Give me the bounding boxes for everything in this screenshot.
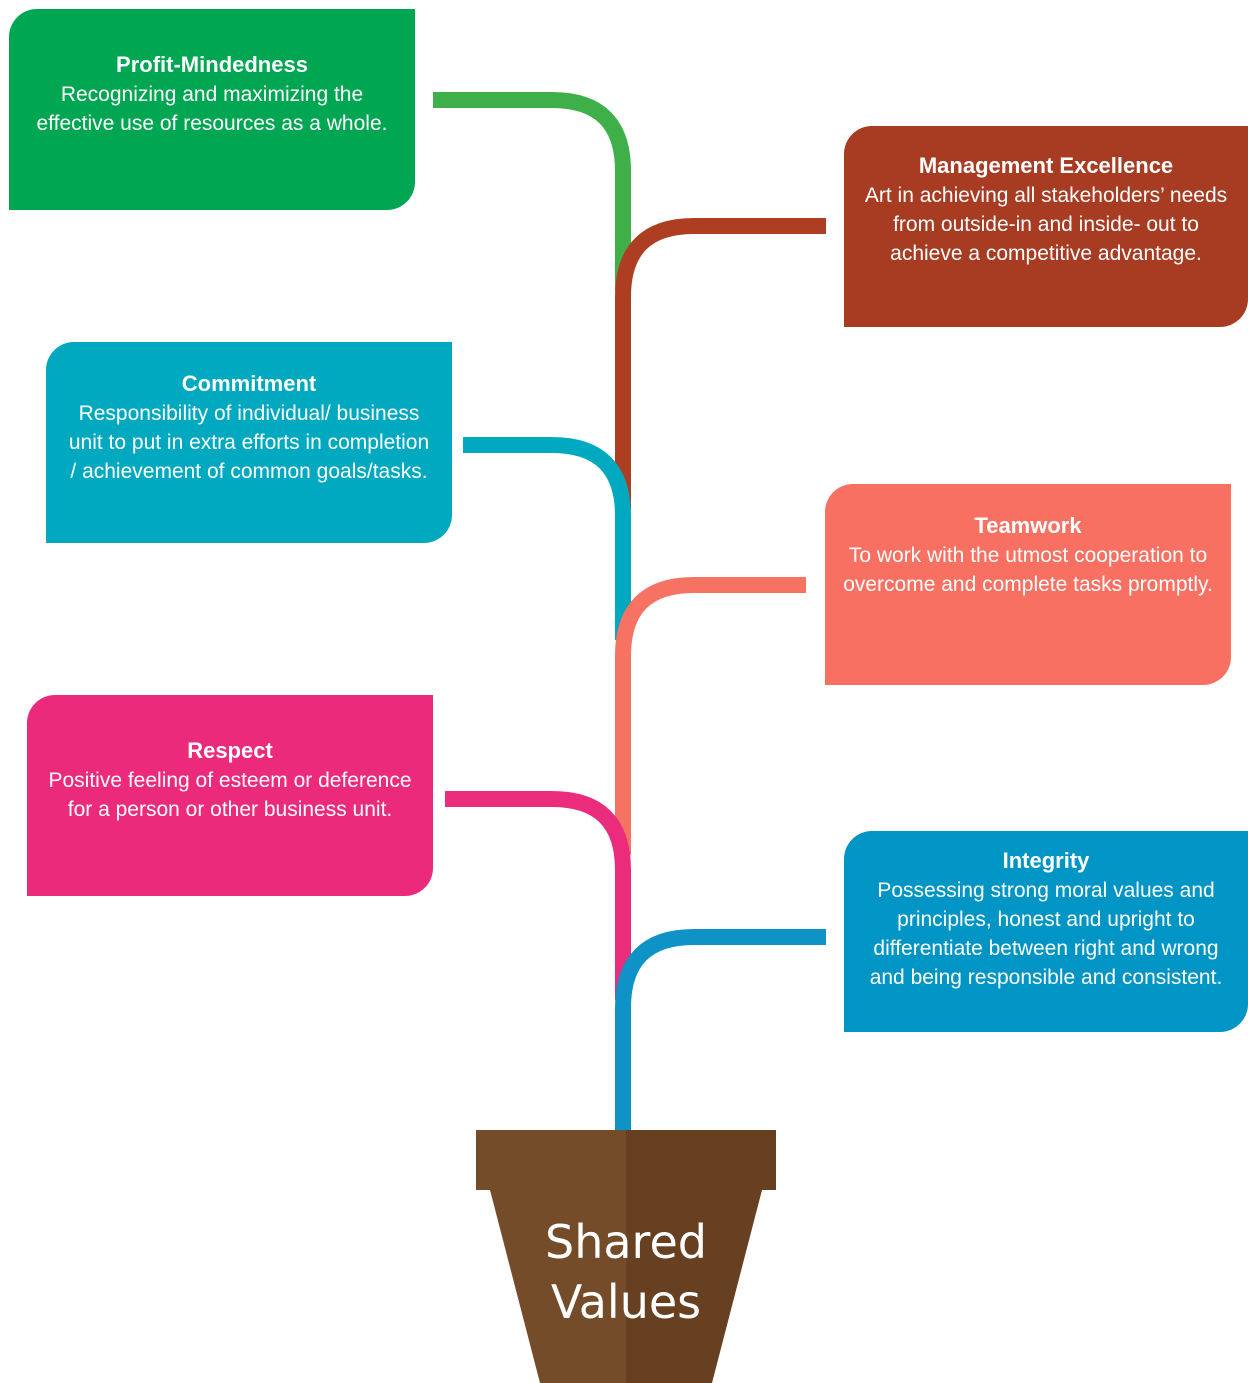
value-description: Art in achieving all stakeholders’ needs… (864, 184, 1228, 265)
pot-label-line2: Values (550, 1275, 702, 1329)
branch-teamwork (615, 577, 806, 855)
branch-integrity (615, 929, 826, 1135)
value-card-respect: Respect Positive feeling of esteem or de… (27, 695, 433, 896)
branch-profit (433, 92, 631, 290)
value-title: Commitment (181, 371, 317, 396)
pot-label-line1: Shared (545, 1215, 707, 1269)
value-card-profit-mindedness: Profit-Mindedness Recognizing and maximi… (9, 9, 415, 210)
value-title: Integrity (1002, 848, 1090, 873)
value-description: To work with the utmost cooperation to o… (843, 544, 1213, 596)
branch-respect (445, 791, 631, 1000)
branch-management (615, 218, 826, 510)
pot-label: Shared Values (476, 1212, 776, 1332)
pot-rim-right (626, 1130, 776, 1190)
value-description: Responsibility of individual/ business u… (68, 402, 430, 483)
value-description: Recognizing and maximizing the effective… (36, 83, 388, 135)
pot-rim-left (476, 1130, 626, 1190)
value-card-management-excellence: Management Excellence Art in achieving a… (844, 126, 1248, 327)
value-title: Management Excellence (918, 153, 1174, 178)
value-card-commitment: Commitment Responsibility of individual/… (46, 342, 452, 543)
pot-body-left (490, 1190, 626, 1383)
value-title: Profit-Mindedness (116, 52, 308, 77)
value-title: Teamwork (974, 513, 1082, 538)
value-description: Possessing strong moral values and princ… (869, 879, 1223, 989)
value-card-teamwork: Teamwork To work with the utmost coopera… (825, 484, 1231, 685)
pot-body-right (626, 1190, 762, 1383)
flower-pot (476, 1130, 776, 1383)
value-description: Positive feeling of esteem or deference … (48, 769, 412, 821)
branch-commitment (463, 437, 631, 640)
value-title: Respect (187, 738, 273, 763)
value-card-integrity: Integrity Possessing strong moral values… (844, 831, 1248, 1032)
